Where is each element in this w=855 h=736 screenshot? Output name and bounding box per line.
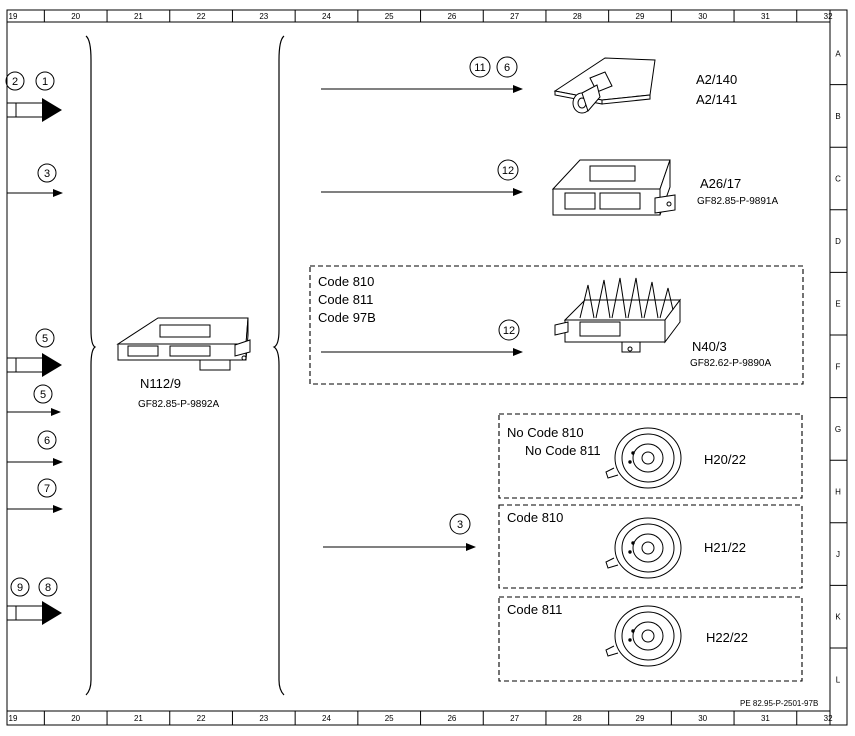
- ruler-row-label: A: [835, 49, 841, 58]
- h20-code-line-2: No Code 811: [525, 443, 601, 458]
- h20-label: H20/22: [704, 452, 746, 467]
- antenna-number-11: 11: [474, 62, 485, 74]
- ruler-column-label: 20: [71, 714, 80, 723]
- h20-code-line-1: No Code 810: [507, 425, 584, 440]
- ruler-row-label: B: [835, 112, 840, 121]
- ruler-column-label: 26: [447, 714, 456, 723]
- input-number-9: 9: [17, 582, 23, 594]
- input-number-5: 5: [40, 389, 46, 401]
- right-brace: [272, 35, 285, 696]
- speaker-h20-drawing: [605, 427, 682, 489]
- ruler-column-label: 29: [636, 714, 645, 723]
- h21-code: Code 810: [507, 510, 563, 525]
- antenna-label-a2-141: A2/141: [696, 92, 737, 107]
- ruler-row-label: D: [835, 237, 841, 246]
- ruler-column-label: 30: [698, 12, 707, 21]
- control-unit-n112-9-drawing: [116, 317, 251, 371]
- n40-amplifier-drawing: [554, 277, 681, 353]
- speaker-h22-drawing: [605, 605, 682, 667]
- a26-module-drawing: [551, 159, 676, 216]
- ruler-row-label: C: [835, 175, 841, 184]
- ruler-row-label: E: [835, 300, 840, 309]
- input-number-1: 1: [42, 76, 48, 88]
- column-ruler-top: 19 20 21 22 23 24 25 26 27 28 29 30 31 32: [9, 10, 833, 22]
- n40-code-box: [309, 265, 804, 385]
- ruler-column-label: 19: [9, 12, 18, 21]
- n112-ref: GF82.85-P-9892A: [138, 399, 219, 410]
- ruler-column-label: 27: [510, 714, 519, 723]
- input-number-5-fat: 5: [42, 333, 48, 345]
- ruler-column-label: 31: [761, 12, 770, 21]
- input-number-7: 7: [44, 483, 50, 495]
- a26-ref: GF82.85-P-9891A: [697, 196, 778, 207]
- n40-code-811: Code 811: [318, 292, 373, 307]
- ruler-row-label: H: [835, 488, 841, 497]
- ruler-column-label: 24: [322, 12, 331, 21]
- ruler-row-label: K: [835, 613, 841, 622]
- input-number-3: 3: [44, 168, 50, 180]
- ruler-column-label: 23: [259, 714, 268, 723]
- ruler-column-label: 22: [197, 12, 206, 21]
- ruler-row-label: L: [836, 675, 841, 684]
- input-number-2: 2: [12, 76, 18, 88]
- speakers-number-3: 3: [457, 519, 463, 531]
- ruler-column-label: 22: [197, 714, 206, 723]
- ruler-column-label: 25: [385, 12, 394, 21]
- h22-label: H22/22: [706, 630, 748, 645]
- ruler-column-label: 19: [9, 714, 18, 723]
- input-fat-arrow-5: [7, 353, 62, 377]
- diagram-frame: [6, 9, 848, 726]
- ruler-column-label: 21: [134, 12, 143, 21]
- ruler-column-label: 20: [71, 12, 80, 21]
- ruler-column-label: 21: [134, 714, 143, 723]
- h22-code-box: [498, 596, 803, 682]
- left-brace: [85, 35, 97, 696]
- n40-ref: GF82.62-P-9890A: [690, 358, 771, 369]
- ruler-column-label: 28: [573, 12, 582, 21]
- n40-code-810: Code 810: [318, 274, 374, 289]
- ruler-column-label: 26: [447, 12, 456, 21]
- ruler-column-label: 31: [761, 714, 770, 723]
- ruler-column-label: 32: [824, 714, 833, 723]
- speaker-h21-drawing: [605, 517, 682, 579]
- ruler-column-label: 27: [510, 12, 519, 21]
- h21-label: H21/22: [704, 540, 746, 555]
- document-reference: PE 82.95-P-2501-97B: [740, 699, 818, 708]
- antenna-label-a2-140: A2/140: [696, 72, 737, 87]
- a26-label: A26/17: [700, 176, 741, 191]
- ruler-row-label: F: [836, 362, 841, 371]
- input-fat-arrow-8-9: [7, 601, 62, 625]
- ruler-column-label: 25: [385, 714, 394, 723]
- column-ruler-bottom: 19 20 21 22 23 24 25 26 27 28 29 30 31 32: [9, 711, 833, 725]
- ruler-row-label: G: [835, 425, 841, 434]
- input-number-8: 8: [45, 582, 51, 594]
- ruler-column-label: 32: [824, 12, 833, 21]
- antenna-module-drawing: [553, 57, 656, 114]
- ruler-column-label: 28: [573, 714, 582, 723]
- ruler-column-label: 24: [322, 714, 331, 723]
- ruler-column-label: 23: [259, 12, 268, 21]
- a26-number-12: 12: [502, 165, 514, 177]
- h20-code-box: [498, 413, 803, 499]
- h21-code-box: [498, 504, 803, 589]
- antenna-number-6: 6: [504, 62, 510, 74]
- n40-label: N40/3: [692, 339, 727, 354]
- n40-number-12: 12: [503, 325, 515, 337]
- ruler-row-label: J: [836, 550, 840, 559]
- n112-label: N112/9: [140, 376, 181, 391]
- n40-code-97b: Code 97B: [318, 310, 376, 325]
- ruler-column-label: 30: [698, 714, 707, 723]
- h22-code: Code 811: [507, 602, 562, 617]
- input-number-6: 6: [44, 435, 50, 447]
- ruler-column-label: 29: [636, 12, 645, 21]
- input-fat-arrow-1-2: [7, 98, 62, 122]
- row-ruler-right: A B C D E F G H J K L: [830, 49, 847, 684]
